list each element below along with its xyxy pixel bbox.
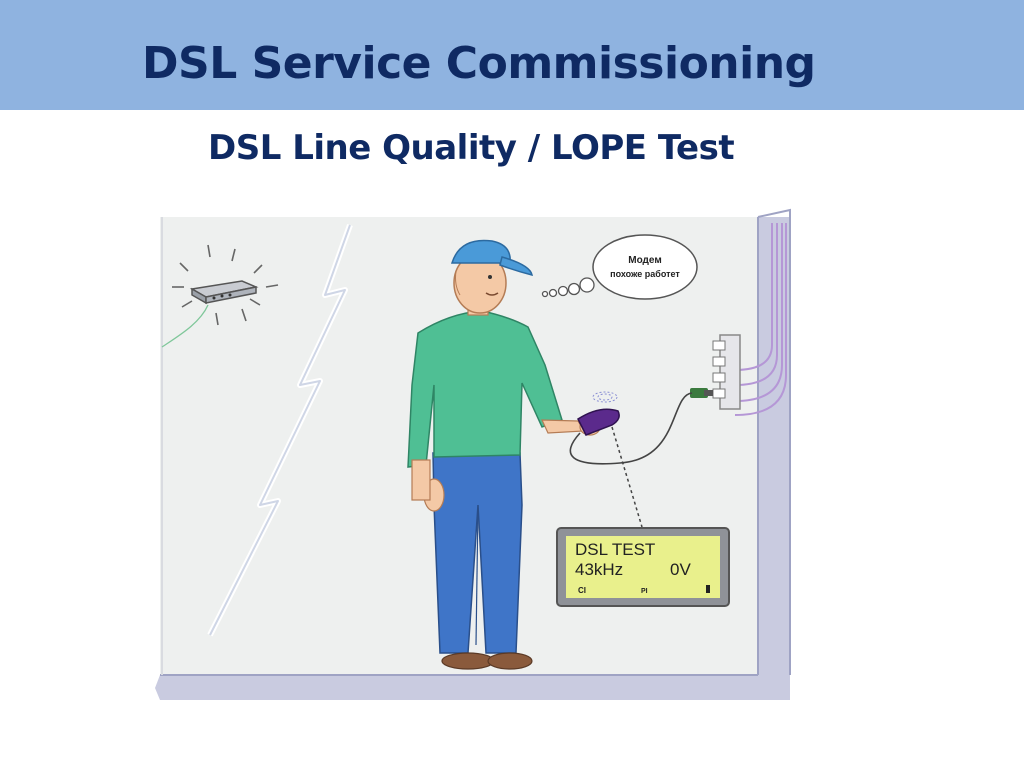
test-plug xyxy=(690,388,708,398)
pants xyxy=(432,452,523,654)
lcd-line-1: DSL TEST xyxy=(575,540,655,559)
left-shoe xyxy=(441,652,495,670)
lcd-indicator-ci: CI xyxy=(578,586,586,595)
tester-cable xyxy=(569,392,693,465)
lcd-frequency: 43kHz xyxy=(575,560,623,579)
floor xyxy=(155,675,790,700)
wall-wiring xyxy=(734,223,787,416)
technician-illustration: Модем похоже работет xyxy=(150,205,800,710)
title-band xyxy=(0,0,1024,110)
slide-title: DSL Service Commissioning xyxy=(142,38,816,89)
shirt xyxy=(407,310,563,468)
lcd-indicator-pi: PI xyxy=(641,588,648,595)
right-shoe xyxy=(487,652,533,670)
line-tester-device xyxy=(569,391,693,528)
tester-lcd-panel: DSL TEST 43kHz 0V CI PI xyxy=(556,527,730,607)
thought-line-2: похоже работет xyxy=(610,269,680,279)
modem-cable xyxy=(161,304,209,348)
modem-icon xyxy=(161,244,279,348)
side-wall xyxy=(758,217,790,700)
right-arm xyxy=(541,419,586,434)
illustration-canvas: Модем похоже работет xyxy=(155,208,791,700)
eye xyxy=(488,275,492,279)
thought-bubble: Модем похоже работет xyxy=(541,234,698,300)
thought-line-1: Модем xyxy=(628,255,661,266)
wall-socket-block xyxy=(690,334,741,410)
lightning-bolt-icon xyxy=(207,223,353,637)
lcd-voltage: 0V xyxy=(670,560,691,579)
slide-subtitle: DSL Line Quality / LOPE Test xyxy=(208,128,735,168)
cap xyxy=(450,239,511,264)
lcd-battery-icon xyxy=(706,585,710,593)
